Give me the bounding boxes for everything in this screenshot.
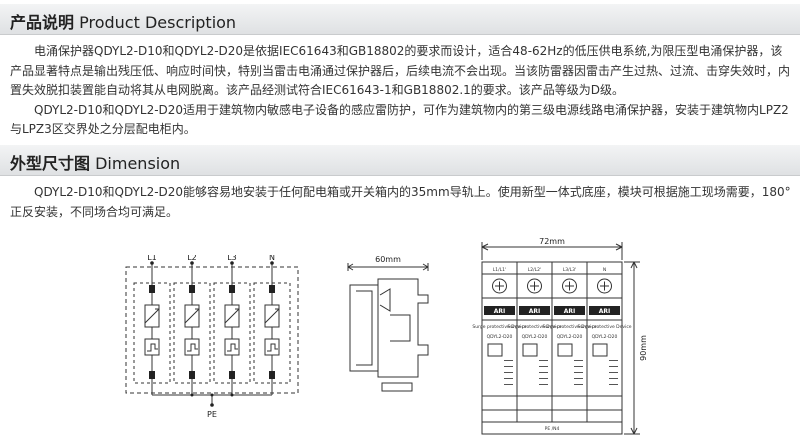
paragraph: 电涌保护器QDYL2-D10和QDYL2-D20是依据IEC61643和GB18… <box>10 44 791 97</box>
paragraph: QDYL2-D10和QDYL2-D20能够容易地安装于任何配电箱或开关箱内的35… <box>10 185 791 219</box>
section-title-zh: 产品说明 <box>10 13 75 32</box>
pe-label: PE /N4 <box>545 426 560 432</box>
paragraph: QDYL2-D10和QDYL2-D20适用于建筑物内敏感电子设备的感应雷防护，可… <box>10 102 789 137</box>
brand-logo: ARI <box>494 308 506 315</box>
front-view-drawing: ARI ARI ARI ARI L1/L1' L2/L2' L3/L3' N S… <box>472 237 648 435</box>
section-title: 产品说明 Product Description <box>10 9 236 33</box>
section-header-product-description: 产品说明 Product Description <box>0 4 800 35</box>
brand-logo: ARI <box>529 308 541 315</box>
section-header-dimension: 外型尺寸图 Dimension <box>0 145 800 176</box>
side-view-drawing: 60mm <box>347 255 429 392</box>
model-text: QDYL2-D20 <box>592 334 618 340</box>
terminal-label: N <box>603 267 606 273</box>
model-text: QDYL2-D20 <box>487 334 513 340</box>
circuit-diagram: L1 L2 L3 N PE <box>125 255 299 419</box>
height-dimension: 90mm <box>639 335 648 361</box>
product-description-text: 电涌保护器QDYL2-D10和QDYL2-D20是依据IEC61643和GB18… <box>10 42 792 140</box>
side-view-dimension: 60mm <box>375 255 401 264</box>
terminal-label: L1/L1' <box>493 267 507 273</box>
module-text: Surge protective Device <box>542 324 596 330</box>
circuit-label-l2: L2 <box>187 255 197 262</box>
circuit-label-l1: L1 <box>147 255 157 262</box>
section-title-zh: 外型尺寸图 <box>10 154 91 173</box>
circuit-label-l3: L3 <box>227 255 237 262</box>
module-text: Surge protective Device <box>472 324 526 330</box>
model-text: QDYL2-D20 <box>522 334 548 340</box>
section-title: 外型尺寸图 Dimension <box>10 150 180 174</box>
dimension-text: QDYL2-D10和QDYL2-D20能够容易地安装于任何配电箱或开关箱内的35… <box>10 183 792 222</box>
circuit-label-pe: PE <box>207 410 217 419</box>
section-title-en: Product Description <box>79 13 237 32</box>
module-text: Surge protective Device <box>507 324 561 330</box>
section-title-en: Dimension <box>95 154 181 173</box>
module-text: Surge protective Device <box>577 324 631 330</box>
model-text: QDYL2-D20 <box>557 334 583 340</box>
terminal-label: L2/L2' <box>528 267 542 273</box>
width-dimension: 72mm <box>539 237 565 246</box>
brand-logo: ARI <box>564 308 576 315</box>
brand-logo: ARI <box>599 308 611 315</box>
circuit-label-n: N <box>269 255 275 262</box>
terminal-label: L3/L3' <box>563 267 577 273</box>
